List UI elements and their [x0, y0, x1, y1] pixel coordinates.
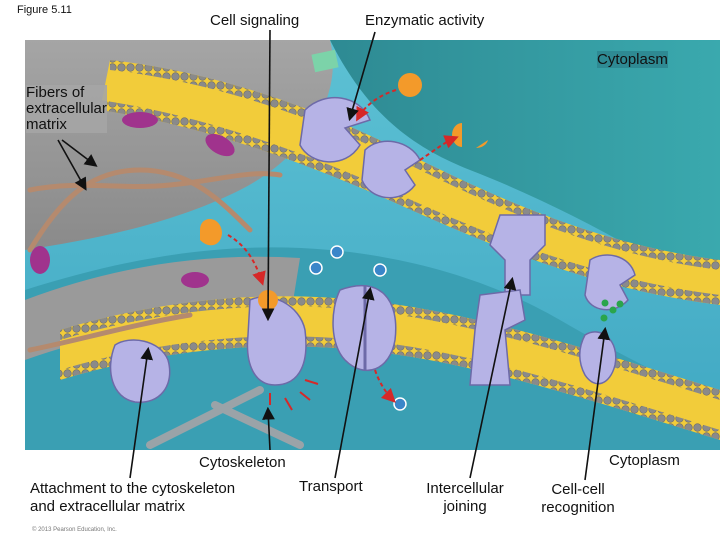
label-attachment: Attachment to the cytoskeleton and extra…: [30, 480, 235, 516]
label-intercellular-joining: Intercellular joining: [418, 480, 512, 516]
matrix-fibers: [27, 167, 283, 353]
label-cytoskeleton: Cytoskeleton: [199, 454, 286, 471]
label-fibers-line2: extracellular: [26, 100, 107, 117]
label-enzymatic-activity: Enzymatic activity: [365, 12, 485, 29]
label-attachment-line2: and extracellular matrix: [30, 498, 186, 515]
intercellular-protein-lower: [469, 289, 526, 386]
signal-molecule-square: [311, 49, 339, 73]
label-cell-signaling: Cell signaling: [210, 12, 300, 29]
filament-2: [211, 401, 304, 449]
signal-molecule-2: [200, 218, 222, 246]
ion-4: [393, 397, 407, 411]
label-intercellular-line1: Intercellular: [426, 480, 504, 497]
intercellular-protein-upper: [489, 214, 546, 296]
upper-membrane-heads-outer: [110, 60, 720, 270]
fiber-1: [27, 167, 253, 253]
label-fibers: Fibers of extracellular matrix: [26, 85, 107, 133]
cytoplasm-region-top: [330, 40, 720, 300]
label-cytoplasm-bottom: Cytoplasm: [609, 452, 680, 469]
leader-enzymatic: [346, 31, 376, 122]
fiber-2: [27, 171, 283, 193]
arrow-transport: [374, 369, 396, 403]
burst-ray-4: [304, 379, 319, 385]
sugar-4: [600, 314, 608, 322]
arrow-product-out: [419, 135, 459, 161]
small-protein-2: [205, 133, 235, 157]
small-protein-1: [122, 112, 158, 128]
label-cytoplasm-top: Cytoplasm: [597, 51, 668, 69]
leader-intercellular: [469, 276, 517, 479]
small-protein-4: [30, 246, 50, 274]
arrow-signal-bind: [227, 234, 266, 286]
figure-label: Figure 5.11: [17, 4, 72, 16]
cytoskeleton-filaments: [146, 386, 304, 449]
copyright-notice: © 2013 Pearson Education, Inc.: [32, 527, 117, 533]
sugar-1: [601, 299, 609, 307]
leader-recognition: [584, 326, 611, 481]
attachment-protein: [109, 339, 171, 403]
leader-fibers-b: [57, 139, 87, 191]
burst-ray-2: [284, 397, 293, 411]
burst-ray-3: [299, 391, 311, 401]
leader-cell-signaling: [261, 29, 275, 322]
enzyme-protein-2: [361, 140, 421, 199]
leader-lines: [57, 29, 611, 481]
leader-transport: [334, 286, 375, 479]
label-intercellular-line2: joining: [443, 498, 487, 515]
filament-1: [146, 386, 264, 449]
arrow-substrate-in: [356, 89, 397, 122]
label-transport: Transport: [299, 478, 363, 495]
small-protein-3: [181, 272, 209, 288]
lower-membrane-tails: [60, 296, 720, 440]
sugar-2: [609, 306, 617, 314]
label-cellcell-line1: Cell-cell: [551, 481, 605, 498]
label-cell-cell-recognition: Cell-cell recognition: [532, 481, 624, 517]
signal-fragment-2: [476, 140, 488, 149]
recognition-protein-upper: [584, 254, 636, 311]
ion-2: [309, 261, 323, 275]
label-fibers-line3: matrix: [26, 116, 67, 133]
ions: [309, 245, 407, 411]
signal-molecule-1: [398, 73, 422, 97]
ion-1: [330, 245, 344, 259]
label-attachment-line1: Attachment to the cytoskeleton: [30, 480, 236, 497]
label-fibers-line1: Fibers of: [26, 84, 85, 101]
recognition-protein-lower: [579, 331, 617, 385]
lower-membrane: [60, 296, 720, 440]
upper-membrane-heads-inner: [100, 100, 720, 305]
ion-3: [373, 263, 387, 277]
glycoprotein-chain: [600, 299, 624, 322]
label-cellcell-line2: recognition: [541, 499, 615, 516]
sugar-3: [616, 300, 624, 308]
reaction-arrows: [227, 89, 459, 403]
leader-attachment: [129, 346, 154, 479]
small-membrane-proteins: [30, 112, 235, 288]
fiber-3: [27, 312, 193, 353]
leader-cytoskeleton: [262, 406, 275, 451]
signal-burst: [269, 379, 319, 411]
leader-fibers-a: [61, 139, 98, 167]
